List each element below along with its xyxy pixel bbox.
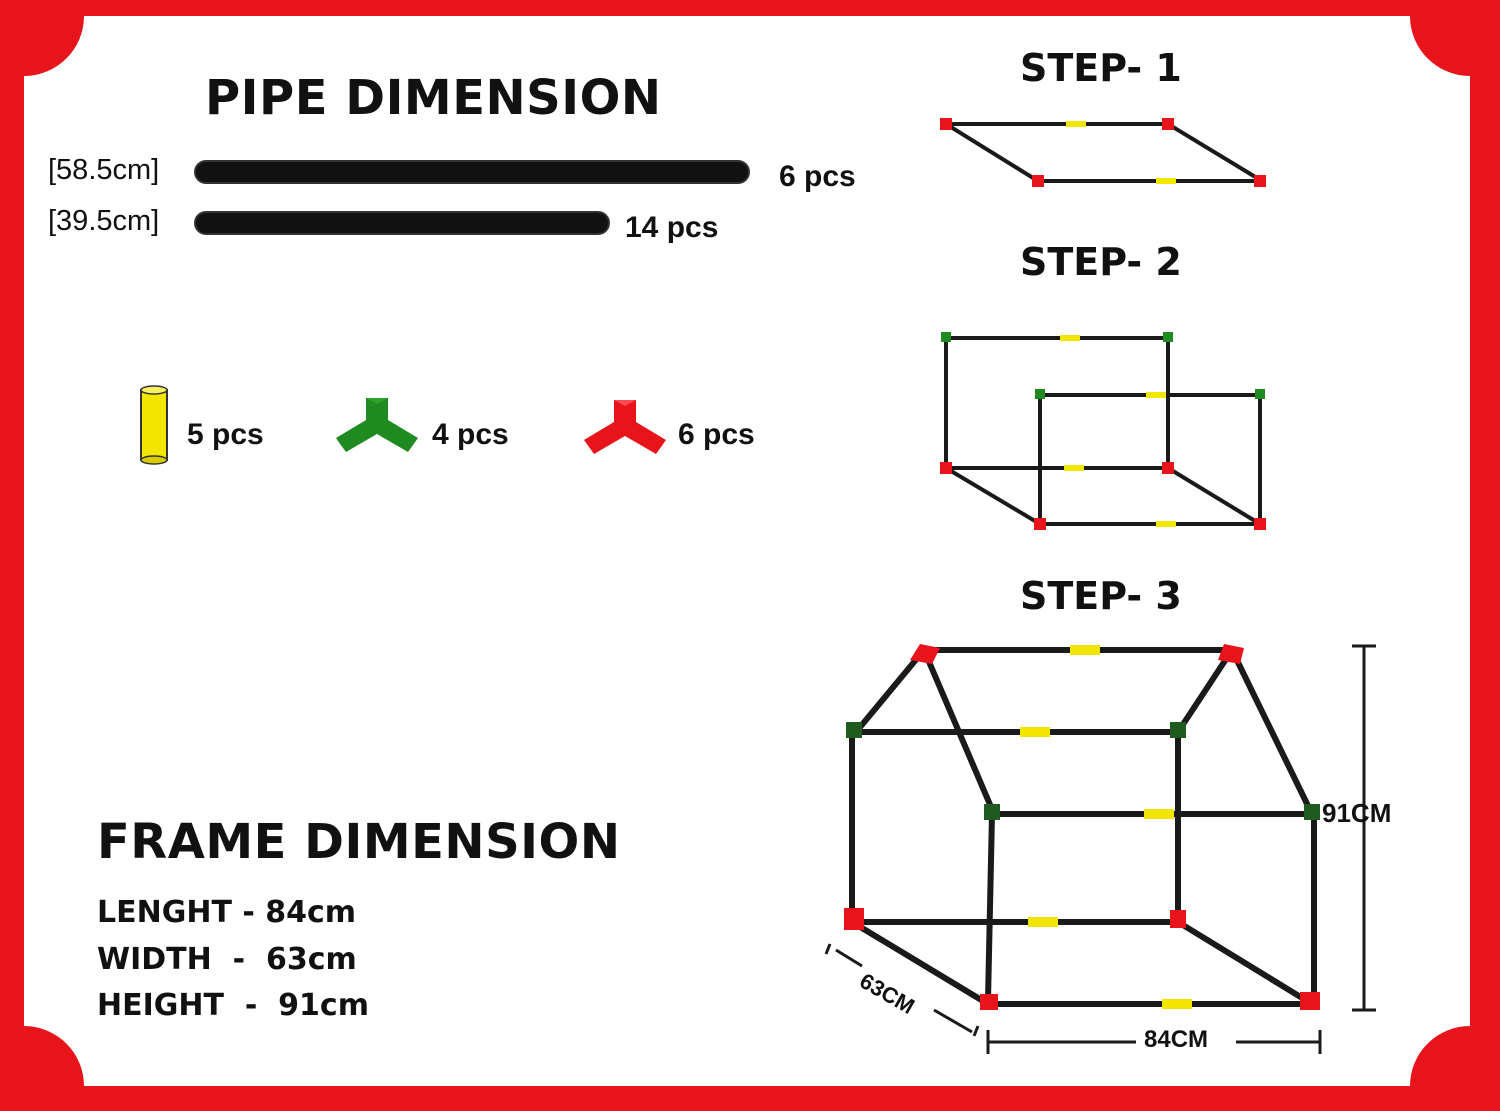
green-connector-icon	[336, 398, 418, 452]
pipe-count: 6 pcs	[779, 160, 856, 193]
height-dimension-label: 91CM	[1322, 798, 1392, 828]
frame-length-spec: LENGHT - 84cm	[97, 895, 357, 930]
white-panel	[24, 16, 1470, 1086]
pipe-dimension-title: PIPE DIMENSION	[205, 70, 662, 126]
frame-width-spec: WIDTH - 63cm	[97, 942, 357, 977]
long-pipe	[194, 160, 750, 184]
width-dimension-line	[824, 943, 980, 1037]
pipe-length-label: [58.5cm]	[48, 154, 160, 186]
step-2-title: STEP- 2	[1020, 240, 1182, 284]
step-2-diagram	[944, 336, 1262, 526]
step-1-title: STEP- 1	[1020, 46, 1182, 90]
length-dimension-line	[986, 1030, 1322, 1054]
frame-height-spec: HEIGHT - 91cm	[97, 988, 369, 1023]
frame-dimension-title: FRAME DIMENSION	[97, 814, 621, 870]
yellow-connector-count: 5 pcs	[187, 418, 264, 451]
length-dimension-label: 84CM	[1144, 1026, 1209, 1053]
step-3-diagram	[849, 647, 1317, 1007]
yellow-connector-icon	[140, 385, 168, 465]
red-connector-count: 6 pcs	[678, 418, 755, 451]
height-dimension-line	[1352, 644, 1376, 1012]
step-1-diagram	[944, 122, 1264, 183]
pipe-count: 14 pcs	[625, 211, 719, 244]
green-connector-count: 4 pcs	[432, 418, 509, 451]
short-pipe	[194, 211, 610, 235]
pipe-length-label: [39.5cm]	[48, 205, 160, 237]
step-3-title: STEP- 3	[1020, 574, 1182, 618]
red-connector-icon	[584, 400, 666, 454]
